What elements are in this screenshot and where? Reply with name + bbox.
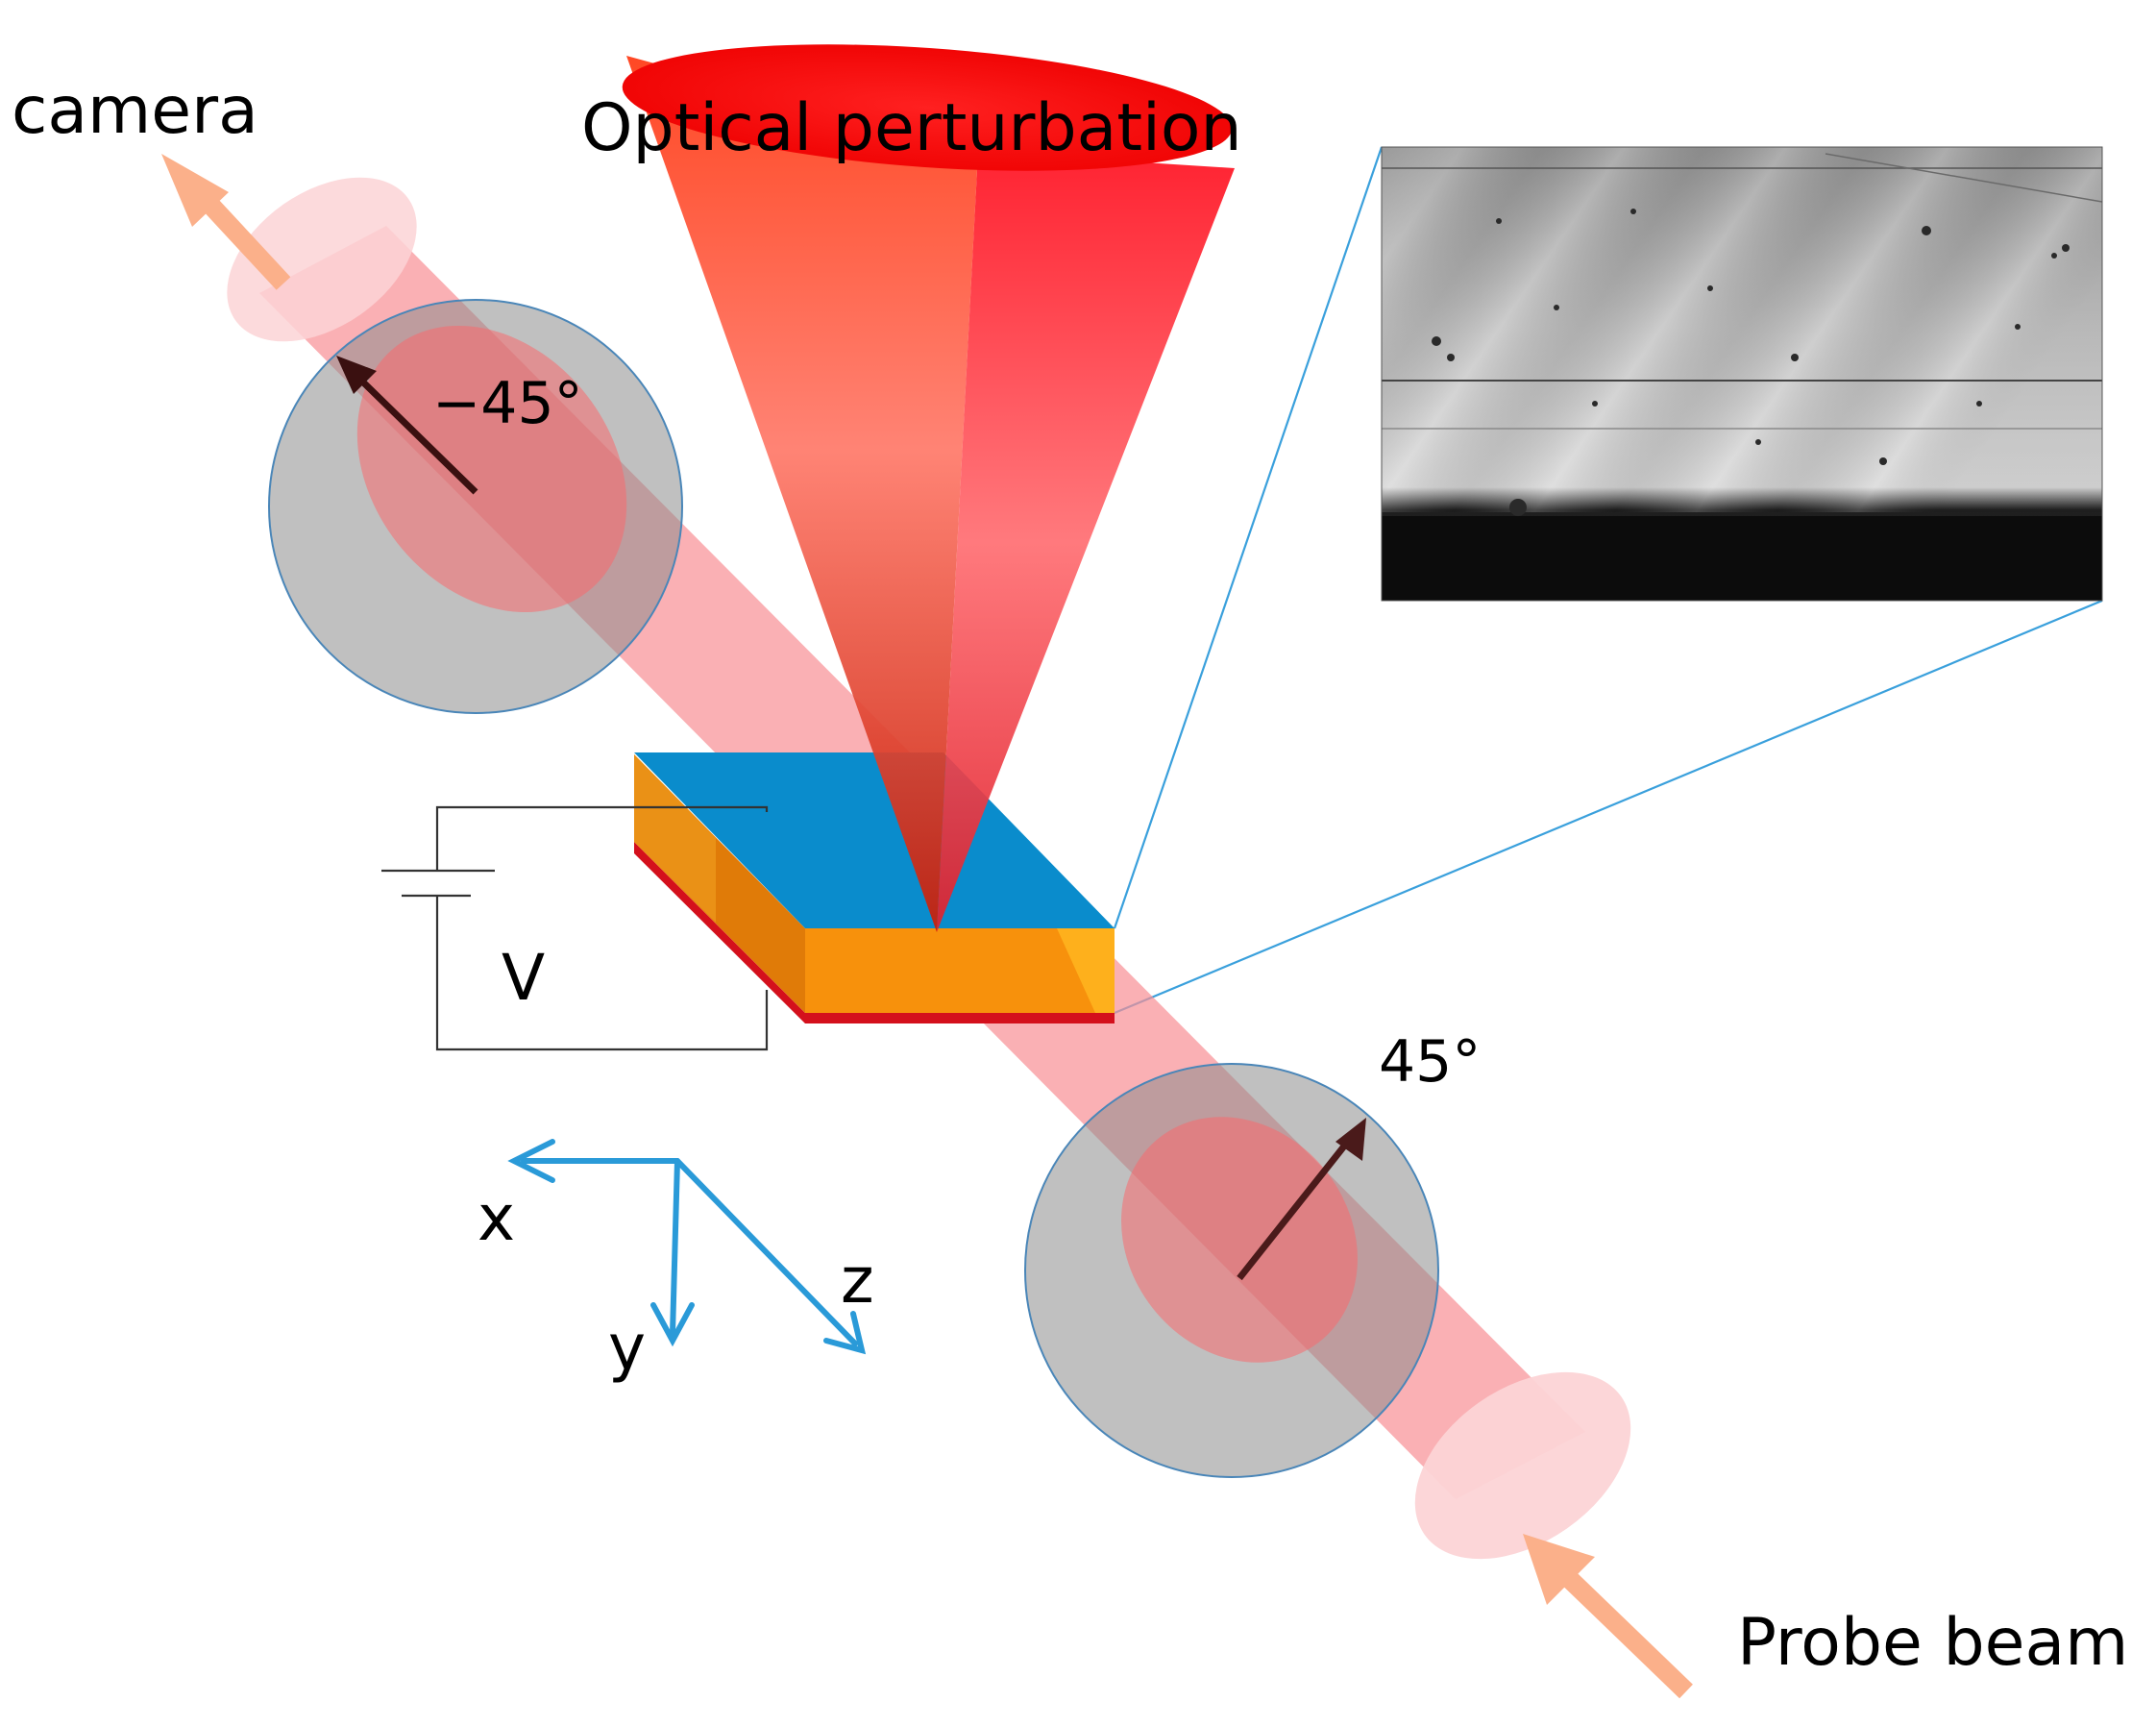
axis-x-label: x [478,1181,515,1255]
voltage-label: V [502,941,545,1015]
output-angle-label: −45° [432,370,583,437]
interference-image-inset [1382,147,2102,601]
camera-label: camera [12,73,258,149]
crystal-sample [634,752,1115,1023]
input-angle-label: 45° [1379,1028,1481,1096]
optical-perturbation-cone [622,44,1235,932]
voltage-circuit [381,805,769,1051]
camera-direction-arrow [161,154,291,290]
optical-perturbation-label: Optical perturbation [581,90,1242,166]
output-polarizer [268,299,683,714]
axis-z-label: z [841,1244,874,1318]
axis-y-label: y [608,1311,646,1385]
coordinate-axes [507,1139,867,1355]
zoom-lines [1113,146,2103,1015]
inset-image-frame [1381,146,2103,602]
input-polarizer [1024,1063,1439,1478]
probe-beam-arrow [1523,1534,1693,1699]
probe-beam-label: Probe beam [1737,1605,2128,1681]
